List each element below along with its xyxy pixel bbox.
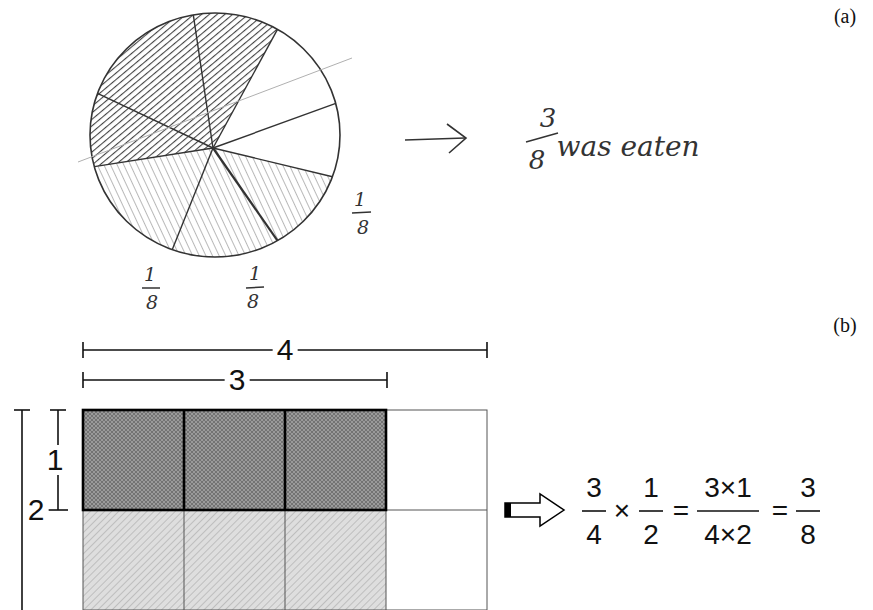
panel-letter: (b) — [833, 315, 856, 335]
fraction-numerator: 3 — [586, 474, 602, 502]
dimension-label: 4 — [273, 335, 298, 365]
fraction-denominator: 8 — [800, 521, 816, 549]
dimension-lines — [14, 342, 487, 610]
dimension-label: 2 — [24, 495, 49, 525]
fraction-numerator: 3×1 — [704, 474, 752, 502]
fraction-denominator: 4×2 — [704, 521, 752, 549]
operator: × — [614, 497, 630, 525]
eaten-shading — [90, 13, 277, 167]
dimension-label: 3 — [225, 365, 250, 395]
fraction-denominator: 8 — [357, 218, 369, 237]
fraction-denominator: 2 — [643, 521, 659, 549]
hand-arrow — [405, 124, 466, 153]
fraction-numerator: 1 — [643, 474, 659, 502]
fraction-denominator: 4 — [586, 521, 602, 549]
pie-outline — [90, 13, 340, 257]
fraction-numerator: 1 — [249, 264, 261, 283]
fraction-bars — [142, 133, 558, 288]
eighths-shading — [94, 148, 332, 257]
fraction-denominator: 8 — [146, 293, 158, 312]
handwritten-note: was eaten — [556, 133, 699, 161]
fraction-denominator: 8 — [529, 147, 546, 173]
operator: = — [673, 497, 689, 525]
panel-letter: (a) — [834, 6, 856, 26]
block-arrow — [505, 494, 564, 526]
stray-line — [78, 58, 352, 162]
fraction-numerator: 1 — [354, 190, 366, 209]
dimension-label: 1 — [43, 445, 68, 475]
fraction-denominator: 8 — [247, 292, 259, 311]
pie-drawing — [78, 13, 352, 257]
operator: = — [772, 497, 788, 525]
fraction-numerator: 3 — [800, 474, 816, 502]
area-grid — [83, 410, 487, 610]
pie-cuts — [94, 15, 335, 250]
fraction-numerator: 3 — [540, 105, 557, 131]
fraction-numerator: 1 — [144, 265, 156, 284]
